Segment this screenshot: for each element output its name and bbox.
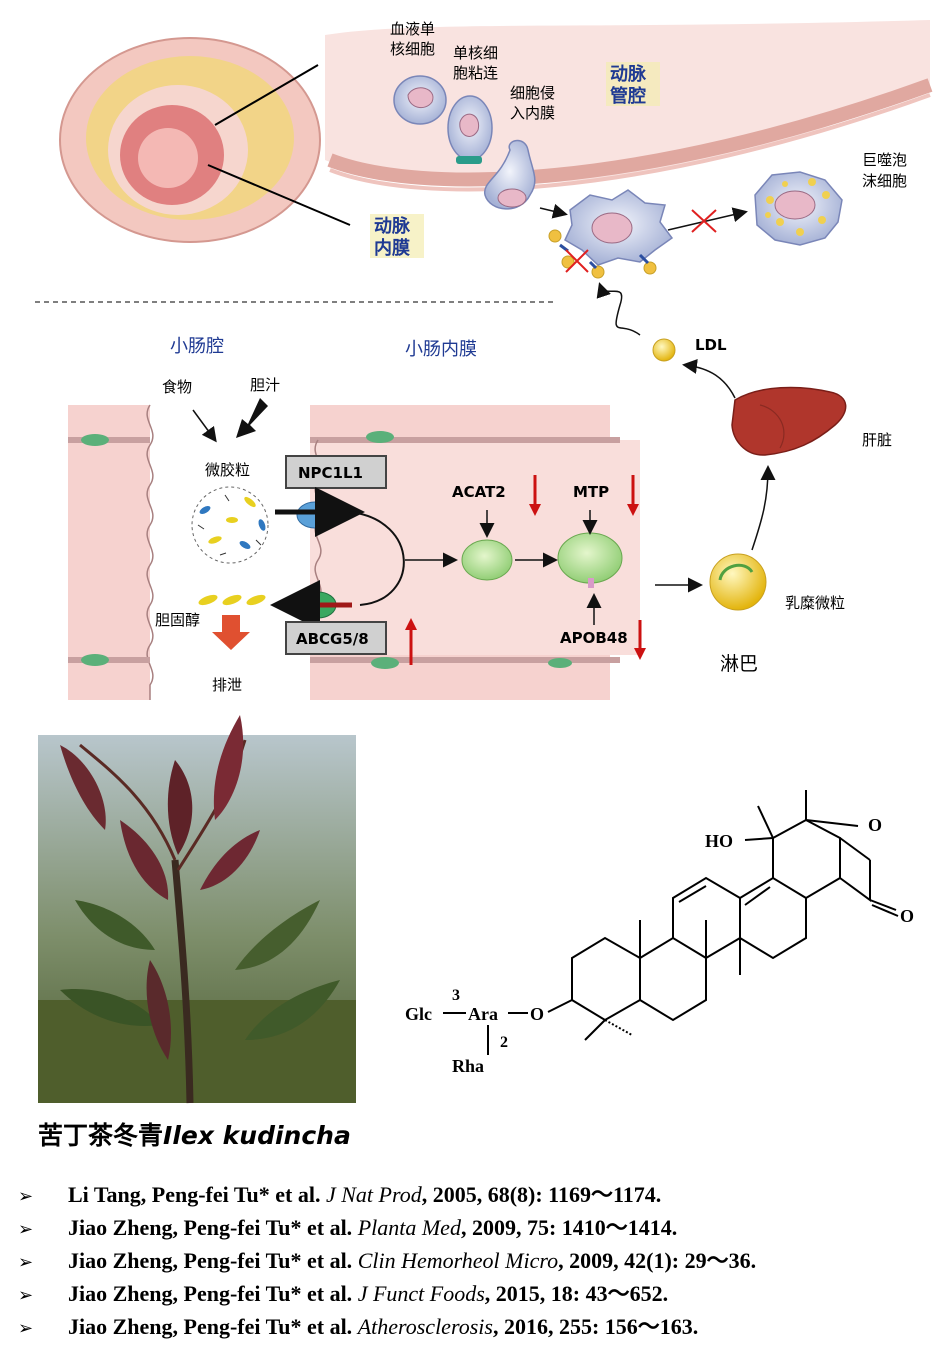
foam-cell: [754, 171, 843, 246]
rha-label: Rha: [452, 1056, 484, 1076]
monocyte-label: 血液单: [390, 20, 435, 38]
red-up-arrow-icon: [405, 618, 417, 665]
ldl-label: LDL: [695, 336, 727, 354]
intestinal-lumen-label: 小肠腔: [170, 336, 224, 357]
acat2-label: ACAT2: [452, 483, 506, 501]
chemical-structure: [547, 790, 899, 1041]
red-down-arrow-icon: [529, 475, 541, 516]
ldl-to-intima-arrow: [596, 282, 641, 336]
intestinal-mucosa-label: 小肠内膜: [405, 339, 477, 360]
bullet-arrow-icon: ➢: [18, 1285, 34, 1306]
mtp-label: MTP: [573, 483, 609, 501]
adhesion-label: 胞粘连: [453, 64, 498, 82]
invade-label: 入内膜: [510, 104, 555, 122]
arterial-lumen-label: 动脉: [610, 63, 647, 85]
adhering-monocyte: [447, 95, 493, 164]
foam-cell-label: 沫细胞: [862, 172, 907, 190]
npc1l1-label: NPC1L1: [298, 464, 363, 482]
micelle-label: 微胶粒: [205, 461, 250, 479]
reference-item: ➢Jiao Zheng, Peng-fei Tu* et al. Planta …: [18, 1211, 756, 1244]
mtp-complex: [557, 532, 623, 584]
position-3-label: 3: [452, 987, 460, 1004]
chylomicron-to-liver-arrow: [751, 465, 776, 551]
liver-label: 肝脏: [862, 431, 892, 449]
red-down-arrow-icon: [627, 475, 639, 516]
glc-label: Glc: [405, 1004, 432, 1024]
artery-cross-section: [59, 37, 351, 243]
glycoside-bonds: [443, 1012, 528, 1055]
reference-item: ➢Li Tang, Peng-fei Tu* et al. J Nat Prod…: [18, 1178, 756, 1211]
excretion-arrow: [212, 615, 250, 650]
chylomicron-label: 乳糜微粒: [785, 594, 845, 612]
cholesterol-molecules: [198, 594, 266, 606]
foam-cell-label: 巨噬泡: [862, 151, 907, 169]
position-2-label: 2: [500, 1034, 508, 1051]
reference-item: ➢Jiao Zheng, Peng-fei Tu* et al. Atheros…: [18, 1310, 756, 1343]
micelle: [191, 486, 269, 564]
bullet-arrow-icon: ➢: [18, 1219, 34, 1240]
carbonyl-oxygen-label: O: [900, 906, 914, 926]
npc1l1-box: [285, 455, 387, 489]
liver-to-ldl-arrow: [682, 358, 736, 399]
arterial-intima-label: 内膜: [374, 237, 410, 259]
bullet-arrow-icon: ➢: [18, 1252, 34, 1273]
plant-caption: 苦丁茶冬青Ilex kudincha: [38, 1116, 351, 1152]
monocyte-label: 核细胞: [390, 40, 435, 58]
invading-cell: [484, 139, 536, 210]
macrophage-cell: [548, 189, 674, 279]
chylomicron-particle: [709, 553, 767, 611]
ldl-particle: [652, 338, 676, 362]
red-down-arrow-icon: [634, 620, 646, 660]
cross-mark-icon: [691, 209, 717, 233]
pathway-figure: 血液单 核细胞 单核细 胞粘连 细胞侵 入内膜 动脉 管腔 动脉 内膜 巨噬泡 …: [35, 20, 933, 1104]
ara-label: Ara: [468, 1004, 498, 1024]
abcg58-box: [285, 621, 387, 655]
reference-item: ➢Jiao Zheng, Peng-fei Tu* et al. J Funct…: [18, 1277, 756, 1310]
reference-item: ➢Jiao Zheng, Peng-fei Tu* et al. Clin He…: [18, 1244, 756, 1277]
bullet-arrow-icon: ➢: [18, 1186, 34, 1207]
bullet-arrow-icon: ➢: [18, 1318, 34, 1339]
npc1l1-transporter: [296, 501, 334, 529]
excretion-label: 排泄: [212, 676, 242, 694]
abcg58-label: ABCG5/8: [296, 630, 369, 648]
arterial-lumen-label: 管腔: [610, 85, 646, 107]
plant-name-latin: Ilex kudincha: [163, 1121, 351, 1150]
plant-photo: [38, 715, 356, 1104]
cholesterol-label: 胆固醇: [155, 611, 200, 629]
acat2-enzyme: [461, 539, 513, 581]
ring-oxygen-label: O: [868, 815, 882, 835]
adhesion-label: 单核细: [453, 44, 498, 62]
arterial-intima-label: 动脉: [374, 215, 411, 237]
liver-organ: [731, 386, 847, 456]
bile-arrow: [236, 398, 268, 438]
apob48-site: [588, 578, 594, 588]
intestinal-tissue: [68, 404, 640, 700]
lymph-label: 淋巴: [720, 653, 758, 675]
hydroxyl-label: HO: [705, 831, 733, 851]
apob48-label: APOB48: [560, 629, 628, 647]
food-label: 食物: [162, 378, 192, 396]
ether-oxygen-label: O: [530, 1004, 544, 1024]
monocyte-cell: [393, 75, 447, 125]
reference-list: ➢Li Tang, Peng-fei Tu* et al. J Nat Prod…: [18, 1178, 756, 1343]
invade-label: 细胞侵: [510, 84, 555, 102]
cross-mark-icon: [565, 249, 589, 273]
plant-name-cn: 苦丁茶冬青: [38, 1121, 164, 1150]
bile-label: 胆汁: [250, 376, 280, 394]
